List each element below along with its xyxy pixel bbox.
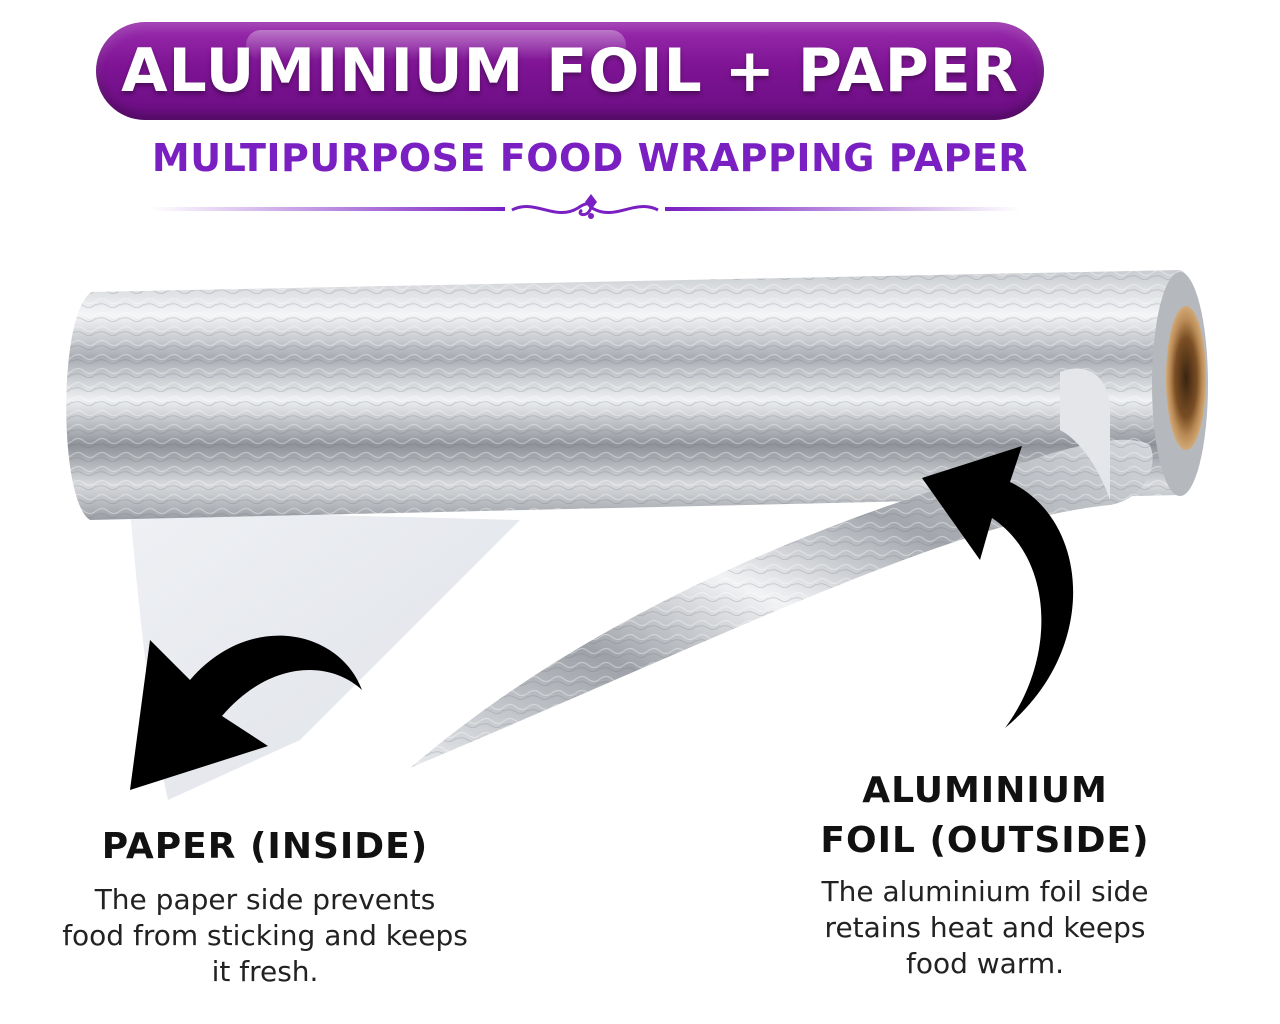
flap-curl: [1060, 368, 1110, 500]
curved-arrow-up-icon: [922, 446, 1074, 728]
banner-gloss: [246, 30, 626, 60]
foil-callout-description: The aluminium foil side retains heat and…: [821, 875, 1149, 980]
curved-arrow-left-icon: [130, 635, 362, 790]
cardboard-core: [1166, 306, 1206, 450]
foil-roll-texture: [66, 270, 1205, 520]
paper-callout-title: PAPER (INSIDE): [101, 826, 429, 867]
page-subtitle: MULTIPURPOSE FOOD WRAPPING PAPER: [151, 136, 1029, 180]
ornament-divider-icon: [150, 194, 1020, 219]
foil-callout-title-line2: FOIL (OUTSIDE): [820, 820, 1150, 861]
paper-callout-description: The paper side prevents food from sticki…: [62, 883, 468, 988]
page-title: ALUMINIUM FOIL + PAPER: [121, 36, 1019, 106]
foil-callout-title: ALUMINIUM FOIL (OUTSIDE): [790, 766, 1180, 866]
foil-callout-title-line1: ALUMINIUM: [862, 770, 1108, 811]
title-banner: ALUMINIUM FOIL + PAPER: [96, 22, 1044, 120]
